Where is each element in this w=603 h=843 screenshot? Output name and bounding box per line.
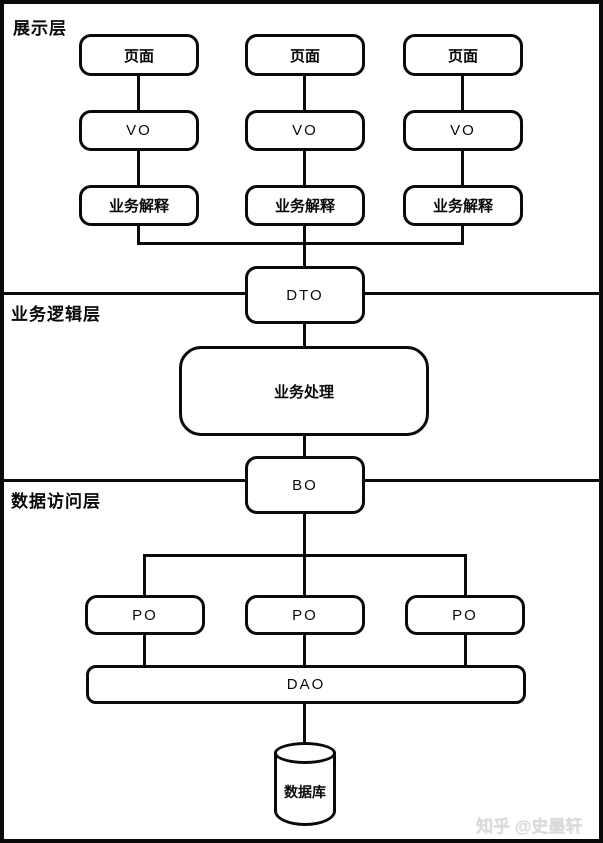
database-label: 数据库 [284, 784, 326, 800]
box-po-3: PO [405, 595, 525, 635]
connector-line [461, 225, 464, 245]
merge-bus-line [137, 242, 464, 245]
connector-line [137, 75, 140, 111]
box-vo-3: VO [403, 110, 523, 151]
database-cylinder: 数据库 [274, 742, 336, 826]
connector-line [461, 75, 464, 111]
layer-label-data-access: 数据访问层 [11, 492, 101, 511]
layer-label-presentation: 展示层 [13, 19, 67, 38]
box-page-1: 页面 [79, 34, 199, 76]
connector-line [303, 75, 306, 111]
connector-line [137, 225, 140, 245]
box-bo: BO [245, 456, 365, 514]
box-page-2: 页面 [245, 34, 365, 76]
connector-line [303, 323, 306, 347]
connector-line [303, 703, 306, 749]
box-dto: DTO [245, 266, 365, 324]
connector-line [464, 556, 467, 595]
connector-line [143, 634, 146, 666]
watermark-zhihu: 知乎 @史墨轩 [476, 817, 583, 836]
layer-label-business-logic: 业务逻辑层 [11, 305, 101, 324]
box-interpret-1: 业务解释 [79, 185, 199, 226]
box-dao: DAO [86, 665, 526, 704]
connector-line [303, 634, 306, 666]
box-vo-2: VO [245, 110, 365, 151]
box-interpret-2: 业务解释 [245, 185, 365, 226]
fanout-bus-line [143, 554, 467, 557]
cylinder-top-ellipse [274, 742, 336, 764]
box-page-3: 页面 [403, 34, 523, 76]
cylinder-body [274, 752, 336, 826]
connector-line [303, 435, 306, 457]
box-business-process: 业务处理 [179, 346, 429, 436]
box-po-1: PO [85, 595, 205, 635]
box-interpret-3: 业务解释 [403, 185, 523, 226]
box-po-2: PO [245, 595, 365, 635]
connector-line [137, 150, 140, 186]
connector-line [303, 225, 306, 266]
connector-line [143, 556, 146, 595]
connector-line [464, 634, 467, 666]
box-vo-1: VO [79, 110, 199, 151]
connector-line [303, 150, 306, 186]
connector-line [461, 150, 464, 186]
